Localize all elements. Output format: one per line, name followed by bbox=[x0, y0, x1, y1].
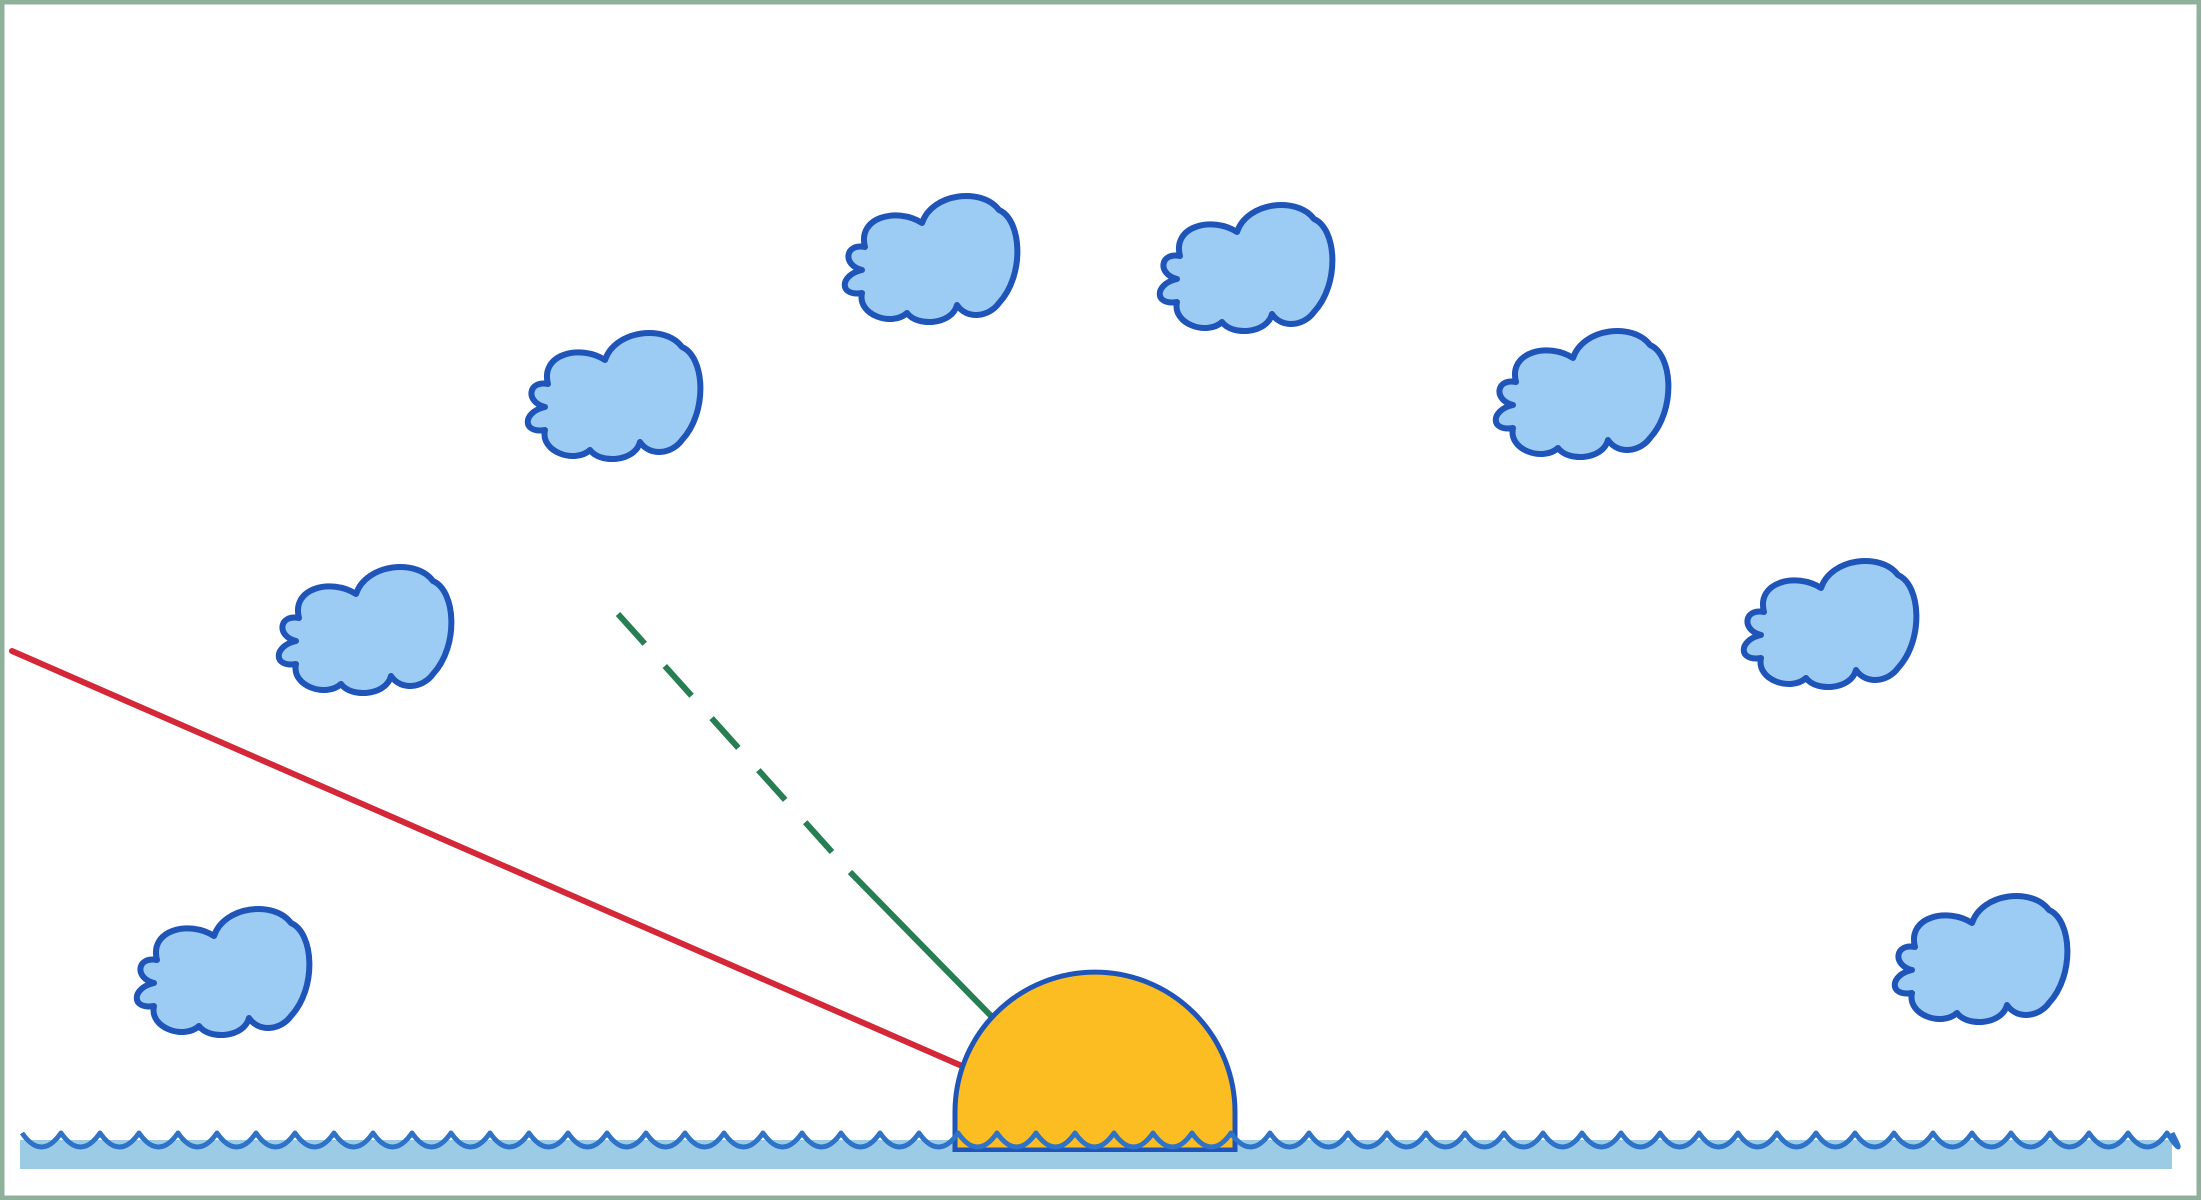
sunset-ray-diagram bbox=[0, 0, 2201, 1200]
